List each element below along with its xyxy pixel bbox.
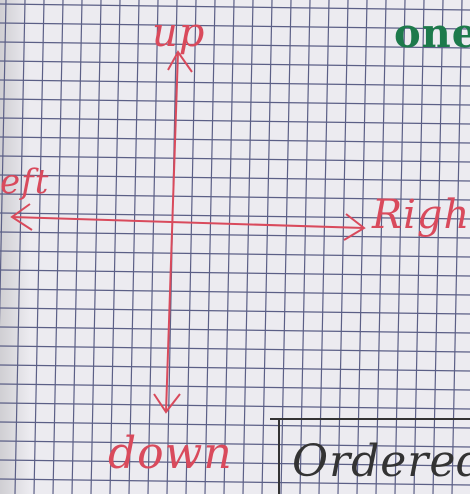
grid-line-vertical [432,0,444,494]
green-heading-fragment: one [394,10,470,57]
grid-line-vertical [337,0,349,494]
grid-line-horizontal [0,421,470,429]
grid-line-horizontal [0,326,470,334]
grid-line-horizontal [0,117,470,125]
grid-line-vertical [413,0,425,494]
grid-line-horizontal [0,231,470,239]
box-left-border [278,420,280,494]
grid-line-horizontal [0,155,470,163]
horizontal-axis-line [11,216,365,229]
vertical-axis-line [165,51,179,413]
grid-line-horizontal [0,136,470,144]
grid-line-horizontal [0,269,470,277]
grid-line-horizontal [0,212,470,220]
grid-line-vertical [52,0,64,494]
grid-line-horizontal [0,60,470,68]
grid-line-horizontal [0,288,470,296]
grid-line-horizontal [0,364,470,372]
grid-line-horizontal [0,345,470,353]
grid-line-vertical [280,0,292,494]
label-down: down [108,428,233,479]
grid-line-vertical [71,0,83,494]
grid-line-horizontal [0,3,470,11]
arrow-down-icon [153,393,181,414]
grid-line-vertical [33,0,45,494]
grid-line-horizontal [0,478,470,486]
grid-line-vertical [242,0,254,494]
grid-line-vertical [299,0,311,494]
grid-line-vertical [394,0,406,494]
grid-line-vertical [223,0,235,494]
grid-line-vertical [0,0,7,327]
ordered-pair-text: Ordered p [292,436,470,487]
grid-line-horizontal [0,307,470,315]
box-top-border [270,418,470,420]
grid-line-vertical [261,0,273,494]
grid-line-horizontal [0,79,470,87]
grid-line-horizontal [0,440,470,448]
label-right: Right [372,192,470,238]
grid-line-horizontal [0,459,470,467]
grid-line-horizontal [0,98,470,106]
grid-line-vertical [109,0,121,494]
grid-line-horizontal [0,41,470,49]
grid-line-horizontal [0,383,470,391]
grid-line-horizontal [0,250,470,258]
grid-line-vertical [90,0,102,494]
grid-line-vertical [356,0,368,494]
label-left: eft [0,162,50,202]
label-up: up [152,10,206,56]
grid-line-horizontal [0,174,470,182]
arrow-left-icon [10,203,33,231]
grid-line-vertical [318,0,330,494]
grid-line-horizontal [0,193,470,201]
grid-line-vertical [375,0,387,494]
grid-line-vertical [451,0,463,494]
arrow-up-icon [167,50,193,73]
arrow-right-icon [343,213,366,241]
grid-line-vertical [14,0,26,494]
grid-line-horizontal [0,22,470,30]
grid-line-horizontal [0,402,470,410]
